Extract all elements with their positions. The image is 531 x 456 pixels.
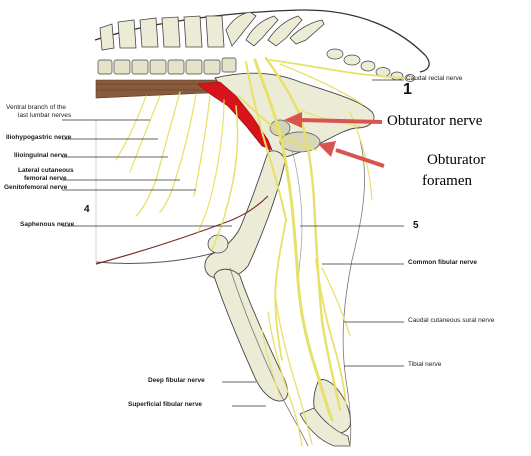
label-common-fibular-nerve: Common fibular nerve — [408, 260, 477, 267]
label-ilioinguinal-nerve: Ilioinguinal nerve — [14, 153, 67, 160]
obturator-foramen-arrow — [318, 141, 384, 166]
label-caudal-rectal-nerve: Caudal rectal nerve — [406, 76, 462, 83]
label-obturator-nerve: Obturator nerve — [387, 114, 482, 129]
vertebral-bodies — [98, 58, 236, 74]
label-lateral-cutaneous-line1: Lateral cutaneous — [18, 168, 74, 175]
vertebral-processes — [100, 12, 324, 50]
label-number-1: 1 — [403, 82, 412, 98]
label-deep-fibular-nerve: Deep fibular nerve — [148, 378, 205, 385]
label-lateral-cutaneous-line2: femoral nerve — [24, 176, 67, 183]
label-caudal-cutaneous-sural-nerve: Caudal cutaneous sural nerve — [408, 318, 494, 325]
label-ventral-branch-line2: last lumbar nerves — [18, 113, 71, 120]
tibia-bone — [214, 269, 288, 401]
label-ventral-branch-line1: Ventral branch of the — [6, 105, 66, 112]
label-obturator-foramen-line2: foramen — [422, 174, 472, 189]
label-obturator-foramen-line1: Obturator — [427, 153, 485, 168]
label-genitofemoral-nerve: Genitofemoral nerve — [4, 185, 67, 192]
label-saphenous-nerve: Saphenous nerve — [20, 222, 74, 229]
patella — [208, 235, 228, 253]
label-superficial-fibular-nerve: Superficial fibular nerve — [128, 402, 202, 409]
label-number-5: 5 — [413, 221, 419, 231]
label-tibial-nerve: Tibial nerve — [408, 362, 441, 369]
label-iliohypogastric-nerve: Iliohypogastric nerve — [6, 135, 71, 142]
tail-vertebrae — [327, 49, 415, 82]
label-number-4: 4 — [84, 205, 90, 215]
